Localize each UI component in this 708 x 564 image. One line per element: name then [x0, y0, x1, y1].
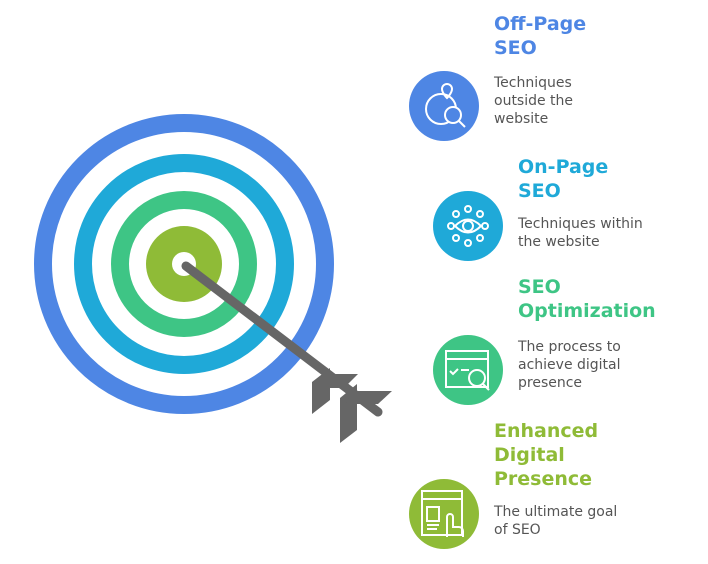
item-desc-enhanced-digital-presence: The ultimate goal of SEO: [494, 503, 617, 539]
desc-line: Techniques within: [518, 216, 643, 232]
desc-line: the website: [518, 234, 600, 250]
desc-line: Techniques: [494, 75, 572, 91]
desc-line: website: [494, 111, 549, 127]
desc-line: outside the: [494, 93, 574, 109]
target-ring-green: [111, 191, 257, 337]
target-ring-cyan: [74, 154, 294, 374]
title-line: SEO: [518, 276, 561, 298]
arrow: [181, 261, 392, 443]
profile-click-icon: [409, 479, 479, 549]
title-line: Off-Page: [494, 13, 587, 35]
browser-search-icon: [433, 335, 503, 405]
item-desc-seo-optimization: The process to achieve digital presence: [518, 338, 621, 392]
title-line: SEO: [494, 37, 537, 59]
title-line: Enhanced: [494, 420, 599, 442]
desc-line: The process to: [518, 339, 621, 355]
desc-line: achieve digital: [518, 357, 621, 373]
title-line: Digital: [494, 444, 565, 466]
desc-line: of SEO: [494, 522, 541, 538]
title-line: Optimization: [518, 300, 656, 322]
title-line: On-Page: [518, 156, 609, 178]
item-desc-on-page-seo: Techniques within the website: [518, 215, 643, 251]
target-ring-blue: [34, 114, 334, 414]
title-line: Presence: [494, 468, 593, 490]
title-line: SEO: [518, 180, 561, 202]
item-desc-off-page-seo: Techniques outside the website: [494, 74, 573, 128]
desc-line: presence: [518, 375, 583, 391]
desc-line: The ultimate goal: [494, 504, 618, 520]
globe-search-icon: [409, 71, 479, 141]
eye-network-icon: [433, 191, 503, 261]
